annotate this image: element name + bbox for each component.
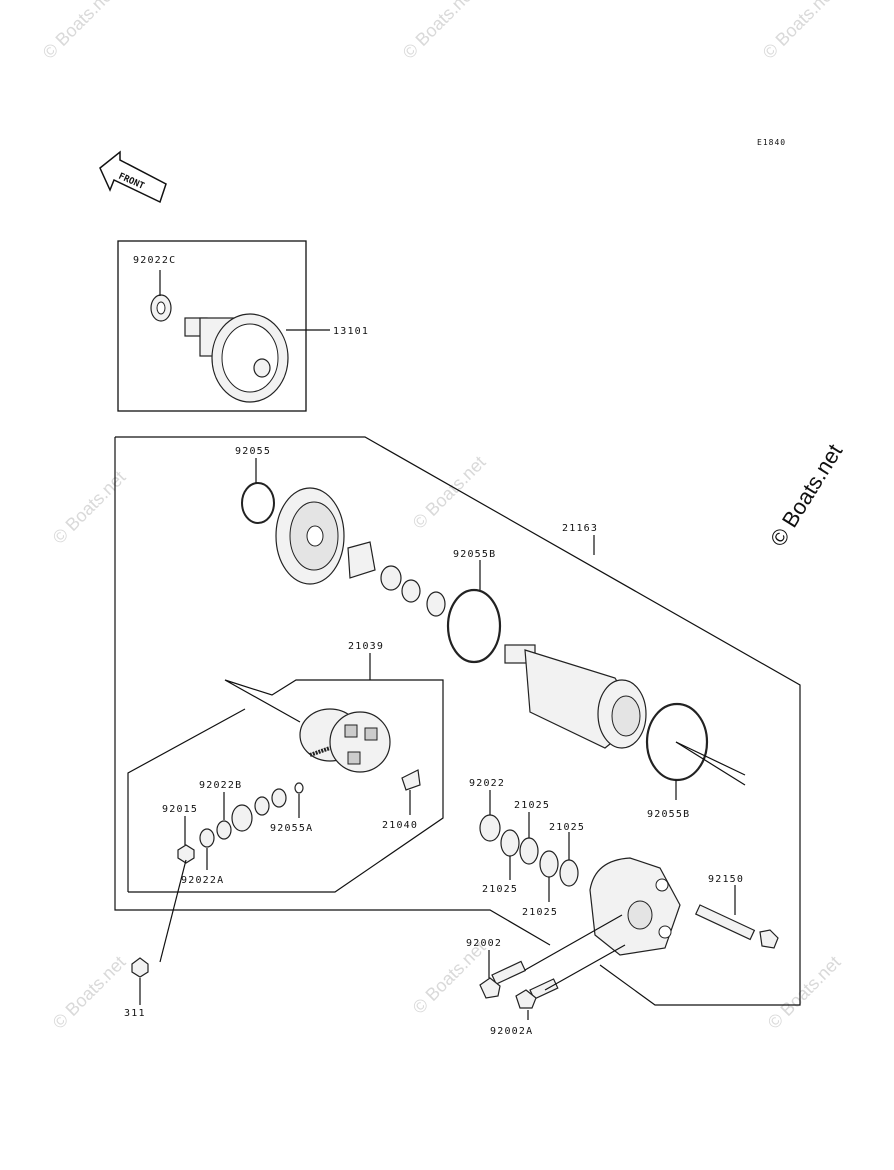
part-label-21025: 21025 [549, 822, 585, 833]
part-label-92022: 92022 [469, 778, 505, 789]
rear-cover [589, 857, 681, 956]
brush-21040 [401, 769, 421, 791]
o-ring-92055B-rear [645, 702, 709, 782]
washer-92022C [150, 294, 172, 322]
lock-plate [347, 541, 376, 579]
washer [380, 565, 402, 591]
nut-311 [131, 957, 149, 978]
part-label-92055A: 92055A [270, 823, 313, 834]
watermark: © Boats.net [409, 937, 490, 1018]
bolt-92002 [479, 960, 527, 999]
washer-21025 [559, 859, 579, 887]
o-ring-92055A [294, 782, 304, 794]
part-label-21039: 21039 [348, 641, 384, 652]
inset-box-13101 [117, 240, 307, 412]
washer [231, 804, 253, 832]
reference-code: E1840 [757, 138, 786, 147]
washer-21025 [500, 829, 520, 857]
part-label-21040: 21040 [382, 820, 418, 831]
nut-92015 [177, 844, 195, 864]
front-arrow-icon: FRONT [99, 150, 167, 204]
watermark: © Boats.net [399, 0, 480, 63]
part-label-92022C: 92022C [133, 255, 176, 266]
part-label-92022B: 92022B [199, 780, 242, 791]
part-label-21025: 21025 [522, 907, 558, 918]
part-label-92055B: 92055B [453, 549, 496, 560]
starter-yoke [504, 644, 647, 749]
washer [426, 591, 446, 617]
washer-92022 [479, 814, 501, 842]
washer-92022A [199, 828, 215, 848]
part-label-92002A: 92002A [490, 1026, 533, 1037]
subassembly-outline [128, 679, 444, 893]
watermark: © Boats.net [49, 952, 130, 1033]
brush-holder-21039 [299, 708, 391, 773]
watermark: © Boats.net [764, 952, 845, 1033]
washer [271, 788, 287, 808]
washer [401, 579, 421, 603]
washer-21025 [539, 850, 559, 878]
washer-21025 [519, 837, 539, 865]
bolt-92002A [515, 978, 559, 1009]
part-label-13101: 13101 [333, 326, 369, 337]
spring [309, 746, 331, 757]
part-label-21163: 21163 [562, 523, 598, 534]
assembly-outline-left [114, 437, 551, 946]
washer [254, 796, 270, 816]
watermark: © Boats.net [39, 0, 120, 63]
part-label-92015: 92015 [162, 804, 198, 815]
part-label-92022A: 92022A [181, 875, 224, 886]
part-label-92150: 92150 [708, 874, 744, 885]
bolt-92150 [694, 904, 779, 949]
assembly-outline [115, 436, 801, 1006]
o-ring-92055 [241, 482, 275, 524]
washer-92022B [216, 820, 232, 840]
part-label-21025: 21025 [514, 800, 550, 811]
starter-clutch-13101 [184, 313, 289, 403]
part-label-92002: 92002 [466, 938, 502, 949]
part-label-21025: 21025 [482, 884, 518, 895]
watermark: © Boats.net [49, 467, 130, 548]
o-ring-92055B [446, 588, 502, 664]
watermark: © Boats.net [759, 0, 840, 63]
watermark: © Boats.net [409, 452, 490, 533]
part-label-92055B: 92055B [647, 809, 690, 820]
part-label-92055: 92055 [235, 446, 271, 457]
front-cover [275, 487, 345, 585]
watermark-copyright: © Boats.net [765, 440, 847, 551]
part-label-311: 311 [124, 1008, 146, 1019]
